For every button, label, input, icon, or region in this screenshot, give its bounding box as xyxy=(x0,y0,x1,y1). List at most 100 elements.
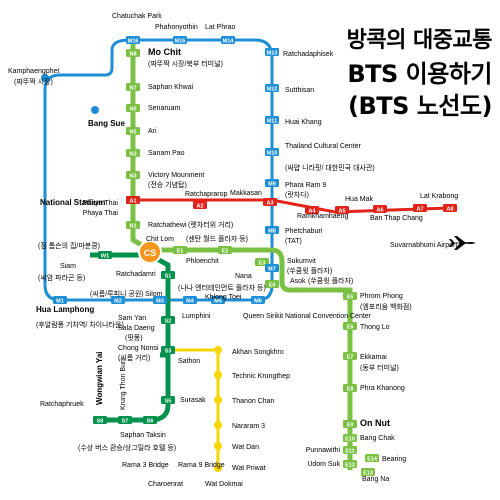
station-marker-n1: N1 xyxy=(126,221,140,230)
gold-rama9-bridge: Rama 9 Bridge xyxy=(178,462,225,469)
station-marker-a2: A2 xyxy=(193,201,207,210)
station-marker-blank xyxy=(214,421,222,429)
label-siam-sub: (씨암 파라곤 등) xyxy=(38,273,85,282)
station-asok-sub: (쑤쿰윗 플라자) xyxy=(308,276,353,285)
gold-thanon-chan: Thanon Chan xyxy=(232,398,275,405)
silom-line xyxy=(90,252,171,423)
station-marker-m1: M1 xyxy=(53,296,67,305)
station-marker-blank xyxy=(214,464,222,472)
station-marker-w1: W1 xyxy=(98,251,112,260)
station-marker-e6: E6 xyxy=(343,322,357,331)
station-marker-n5: N5 xyxy=(126,127,140,136)
svg-text:N3: N3 xyxy=(129,152,136,158)
mrt-phetchaburi: Phetchaburi xyxy=(285,228,323,235)
station-marker-a3: A3 xyxy=(263,198,277,207)
station-marker-e11: E11 xyxy=(343,446,357,455)
svg-text:S3: S3 xyxy=(165,349,172,355)
svg-text:A4: A4 xyxy=(308,209,316,215)
svg-text:A7: A7 xyxy=(416,207,423,213)
cs-interchange-marker xyxy=(138,240,162,264)
svg-text:A2: A2 xyxy=(196,204,203,210)
svg-text:S5: S5 xyxy=(165,399,172,405)
station-chong-nonsi: Chong Nonsi xyxy=(118,345,159,352)
station-marker-e1: E1 xyxy=(173,246,187,255)
svg-text:S2: S2 xyxy=(165,319,172,325)
mrt-cultural-center: Thailand Cultural Center xyxy=(285,143,362,150)
station-marker-n3: N3 xyxy=(126,171,140,180)
station-phrom-phong-sub: (엠포리움 백화점) xyxy=(360,302,412,311)
station-marker-a5: A5 xyxy=(335,206,349,215)
station-markers: N8N7N5N5N3N3N2N1E1E2E3E4E5E6E7E8E9E10E11… xyxy=(41,36,457,477)
mrt-phara-ram9-sub: (랏차다) xyxy=(285,190,309,199)
mrt-hua-lamphong: Hua Lamphong xyxy=(36,305,94,314)
gold-sathon: Sathon xyxy=(178,358,200,365)
airport-ratchaprarop: Ratchaprarop xyxy=(185,191,228,198)
svg-text:N1: N1 xyxy=(129,224,136,230)
mrt-bang-sue: Bang Sue xyxy=(88,119,125,128)
station-ari: Ari xyxy=(148,128,157,135)
station-marker-n7: N7 xyxy=(126,83,140,92)
map-title-line1: 방콕의 대중교통 xyxy=(346,28,493,53)
station-nana-sub: (나나 엔터테인먼트 플라자 등) xyxy=(178,283,266,292)
station-marker-e14: E14 xyxy=(365,454,379,463)
svg-text:N8: N8 xyxy=(129,52,136,58)
station-marker-s2: S2 xyxy=(161,316,175,325)
station-marker-s5: S5 xyxy=(161,396,175,405)
gold-charoenrat: Charoenrat xyxy=(148,481,183,488)
svg-text:M9: M9 xyxy=(268,182,276,188)
mrt-sam-yan: Sam Yan xyxy=(118,315,146,322)
station-marker-e8: E8 xyxy=(343,384,357,393)
svg-text:A6: A6 xyxy=(376,208,383,214)
station-bang-chak: Bang Chak xyxy=(360,435,395,442)
station-ratchathewi: Ratchathewi xyxy=(148,222,187,229)
svg-text:W1: W1 xyxy=(101,254,109,260)
station-punnawithi: Punnawithi xyxy=(306,447,341,454)
map-title-line3: (BTS 노선도) xyxy=(348,92,492,120)
svg-text:N5: N5 xyxy=(129,130,136,136)
svg-text:M7: M7 xyxy=(268,267,276,273)
svg-text:S8: S8 xyxy=(97,419,104,425)
svg-text:M4: M4 xyxy=(186,299,195,305)
mrt-cultural-center-sub: (싸얍 니라핏/ 대한민국 대사관) xyxy=(285,163,375,172)
station-marker-e10: E10 xyxy=(343,434,357,443)
station-national-stadium: National Stadium xyxy=(40,198,105,207)
station-marker-m15: M15 xyxy=(173,36,187,45)
station-marker-s1: S1 xyxy=(161,271,175,280)
svg-text:E11: E11 xyxy=(345,449,354,455)
station-marker-blank xyxy=(214,396,222,404)
svg-text:A1: A1 xyxy=(129,199,136,205)
station-marker-m16: M16 xyxy=(126,36,140,45)
station-marker-m12: M12 xyxy=(265,84,279,93)
station-krung-thon-buri: Krung Thon Buri xyxy=(120,359,127,410)
svg-text:M6: M6 xyxy=(254,299,262,305)
station-marker-m3: M3 xyxy=(153,296,167,305)
mrt-lumphini: Lumphini xyxy=(182,313,211,320)
station-saphan-khwai: Saphan Khwai xyxy=(148,84,194,91)
airport-hua-mak: Hua Mak xyxy=(345,196,374,203)
station-saphan-taksin-sub: (수상 버스 환승/상그릴라 호텔 등) xyxy=(78,443,176,452)
station-wongwian-yai: Wongwian Yai xyxy=(95,352,104,406)
label-silom-sub: (씨롬/루피니 공원) xyxy=(90,289,144,298)
station-chong-nonsi-sub: (씨롬 거리) xyxy=(118,353,150,362)
station-marker-m4: M4 xyxy=(183,296,197,305)
mrt-blue-line xyxy=(43,38,274,302)
gold-wat-priwat: Wat Priwat xyxy=(232,465,266,472)
station-marker-m7: M7 xyxy=(265,264,279,273)
station-ekkamai: Ekkamai xyxy=(360,354,387,361)
mrt-phahonyothin: Phahonyothin xyxy=(155,24,198,31)
station-marker-blank xyxy=(41,74,49,82)
mrt-huai-khang: Huai Khang xyxy=(285,119,322,126)
mrt-sukumvit: Sukumvit xyxy=(287,258,316,265)
station-surasak: Surasak xyxy=(180,397,206,404)
svg-text:M1: M1 xyxy=(56,299,64,305)
gold-rama3-bridge: Rama 3 Bridge xyxy=(122,462,169,469)
airport-suvarnabhumi: Suvarnabhumi Airport xyxy=(390,242,457,249)
mrt-lat-phrao: Lat Phrao xyxy=(205,24,235,31)
station-marker-m13: M13 xyxy=(265,48,279,57)
svg-text:M13: M13 xyxy=(267,51,278,57)
svg-text:E7: E7 xyxy=(347,355,354,361)
mrt-qsncc: Queen Sirikit National Convention Center xyxy=(243,313,372,320)
station-marker-n5: N5 xyxy=(126,104,140,113)
svg-text:E14: E14 xyxy=(367,457,378,463)
label-ratchaphruek: Ratchaphruek xyxy=(40,401,84,408)
